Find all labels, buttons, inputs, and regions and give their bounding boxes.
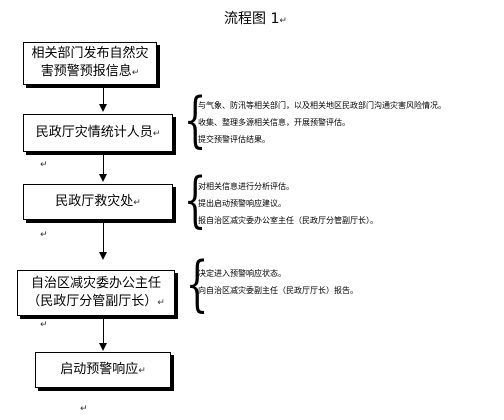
box-3-line-1: 民政厅救灾处↵ (55, 193, 141, 209)
brace-1: { (183, 85, 207, 155)
note-group-2: 对相关信息进行分析评估。 提出启动预警响应建议。 报自治区减灾委办公室主任（民政… (198, 182, 378, 226)
box-4-line-1: 自治区减灾委办公主任 (30, 275, 161, 291)
note-2-line-3: 报自治区减灾委办公室主任（民政厅分管副厅长）。 (198, 216, 378, 225)
arrow-shaft-2 (103, 155, 104, 175)
box-5-line-1: 启动预警响应↵ (60, 361, 146, 377)
paragraph-mark-1: ↵ (40, 160, 48, 170)
arrow-head-4 (99, 343, 107, 351)
paragraph-mark-icon: ↵ (157, 297, 165, 308)
note-group-3: 决定进入预警响应状态。 向自治区减灾委副主任（民政厅厅长）报告。 (198, 269, 358, 296)
note-2-line-2: 提出启动预警响应建议。 (198, 199, 286, 208)
note-2-line-1: 对相关信息进行分析评估。 (198, 182, 294, 191)
flow-box-statistics-staff: 民政厅灾情统计人员↵ (23, 114, 173, 152)
flow-box-publish-warning: 相关部门发布自然灾 害预警预报信息↵ (23, 42, 157, 85)
diagram-title-text: 流程图 1 (224, 11, 280, 27)
paragraph-mark-4: ↵ (80, 404, 88, 414)
brace-3: { (185, 249, 209, 319)
flow-box-start-response: 启动预警响应↵ (35, 352, 171, 388)
paragraph-mark-3: ↵ (40, 320, 48, 330)
arrow-head-1 (99, 104, 107, 112)
flow-box-relief-office: 民政厅救灾处↵ (23, 184, 173, 220)
box-4-line-2: （民政厅分管副厅长）↵ (27, 293, 165, 309)
flow-box-committee-director: 自治区减灾委办公主任 （民政厅分管副厅长）↵ (17, 270, 175, 316)
box-1-line-2: 害预警预报信息↵ (40, 64, 140, 79)
paragraph-mark-icon: ↵ (279, 16, 287, 26)
arrow-head-3 (99, 252, 107, 260)
note-3-line-1: 决定进入预警响应状态。 (198, 269, 286, 278)
arrow-shaft-1 (103, 87, 104, 105)
note-1-line-3: 提交预警评估结果。 (198, 135, 270, 144)
paragraph-mark-2: ↵ (40, 230, 48, 240)
paragraph-mark-icon: ↵ (133, 197, 141, 208)
note-3-line-2: 向自治区减灾委副主任（民政厅厅长）报告。 (198, 286, 358, 295)
box-1-line-1: 相关部门发布自然灾 (31, 46, 149, 61)
arrow-head-2 (99, 174, 107, 182)
box-2-line-1: 民政厅灾情统计人员↵ (35, 124, 161, 140)
paragraph-mark-icon: ↵ (131, 68, 140, 78)
brace-2: { (183, 165, 207, 235)
arrow-shaft-3 (103, 223, 104, 253)
note-1-line-1: 与气象、防汛等相关部门，以及相关地区民政部门沟通灾害风险情况。 (198, 101, 446, 110)
diagram-title: 流程图 1↵ (224, 8, 287, 28)
paragraph-mark-icon: ↵ (138, 365, 146, 376)
arrow-shaft-4 (103, 319, 104, 344)
note-group-1: 与气象、防汛等相关部门，以及相关地区民政部门沟通灾害风险情况。 收集、整理多源相… (198, 101, 446, 145)
paragraph-mark-icon: ↵ (152, 128, 161, 139)
note-1-line-2: 收集、整理多源相关信息，开展预警评估。 (198, 118, 350, 127)
